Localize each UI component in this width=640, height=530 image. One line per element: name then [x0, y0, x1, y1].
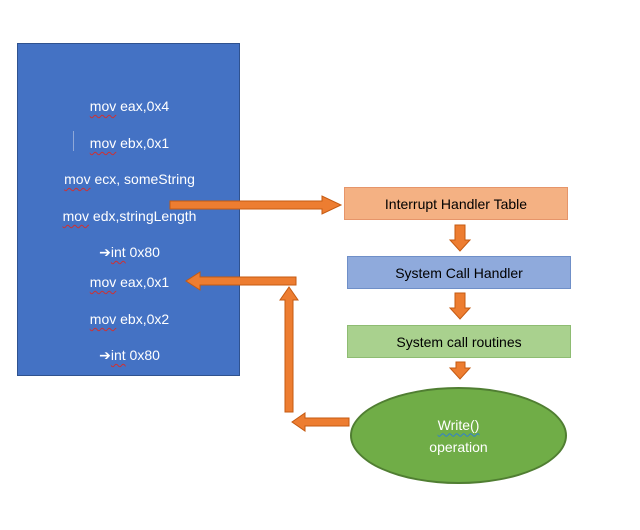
write-operation-ellipse: Write() operation: [350, 387, 567, 484]
arrow-to-interrupt-table: [169, 195, 343, 215]
code-operand: ebx,0x2: [116, 311, 170, 327]
code-mnemonic: int: [110, 347, 126, 363]
arrow-return-left: [291, 412, 350, 432]
code-mnemonic: mov: [89, 135, 117, 151]
code-operand: 0x80: [125, 244, 160, 260]
code-line: ➔int 0x80: [18, 346, 241, 364]
write-operation-subtitle: operation: [429, 438, 488, 455]
code-line: mov ebx,0x2: [18, 310, 241, 328]
code-line: mov ecx, someString: [18, 170, 241, 188]
system-call-handler-box: System Call Handler: [347, 256, 571, 289]
code-operand: eax,0x4: [116, 98, 170, 114]
arrow-down-to-handler: [448, 224, 472, 252]
arrow-down-to-write: [448, 361, 472, 380]
code-line: mov ebx,0x1: [18, 134, 241, 152]
right-arrow-icon: ➔: [99, 347, 111, 363]
code-mnemonic: mov: [89, 98, 117, 114]
code-line: mov edx,stringLength: [18, 207, 241, 225]
write-operation-title: Write(): [437, 416, 480, 433]
code-line: mov eax,0x1: [18, 273, 241, 291]
interrupt-handler-table-box: Interrupt Handler Table: [344, 187, 568, 220]
code-line: mov eax,0x4: [18, 97, 241, 115]
text-cursor-mark: [73, 131, 74, 151]
code-mnemonic: mov: [62, 208, 90, 224]
system-call-routines-label: System call routines: [396, 333, 522, 350]
arrow-into-code: [185, 271, 297, 291]
arrow-down-to-routines: [448, 292, 472, 320]
code-mnemonic: mov: [89, 311, 117, 327]
system-call-routines-box: System call routines: [347, 325, 571, 358]
arrow-return-up: [279, 286, 299, 413]
code-mnemonic: int: [110, 244, 126, 260]
code-mnemonic: mov: [89, 274, 117, 290]
code-operand: eax,0x1: [116, 274, 170, 290]
code-operand: 0x80: [125, 347, 160, 363]
interrupt-handler-table-label: Interrupt Handler Table: [384, 195, 528, 212]
right-arrow-icon: ➔: [99, 244, 111, 260]
code-operand: edx,stringLength: [89, 208, 197, 224]
code-operand: ebx,0x1: [116, 135, 170, 151]
system-call-handler-label: System Call Handler: [395, 264, 523, 281]
code-operand: ecx, someString: [90, 171, 195, 187]
code-line: ➔int 0x80: [18, 243, 241, 261]
code-mnemonic: mov: [64, 171, 91, 187]
